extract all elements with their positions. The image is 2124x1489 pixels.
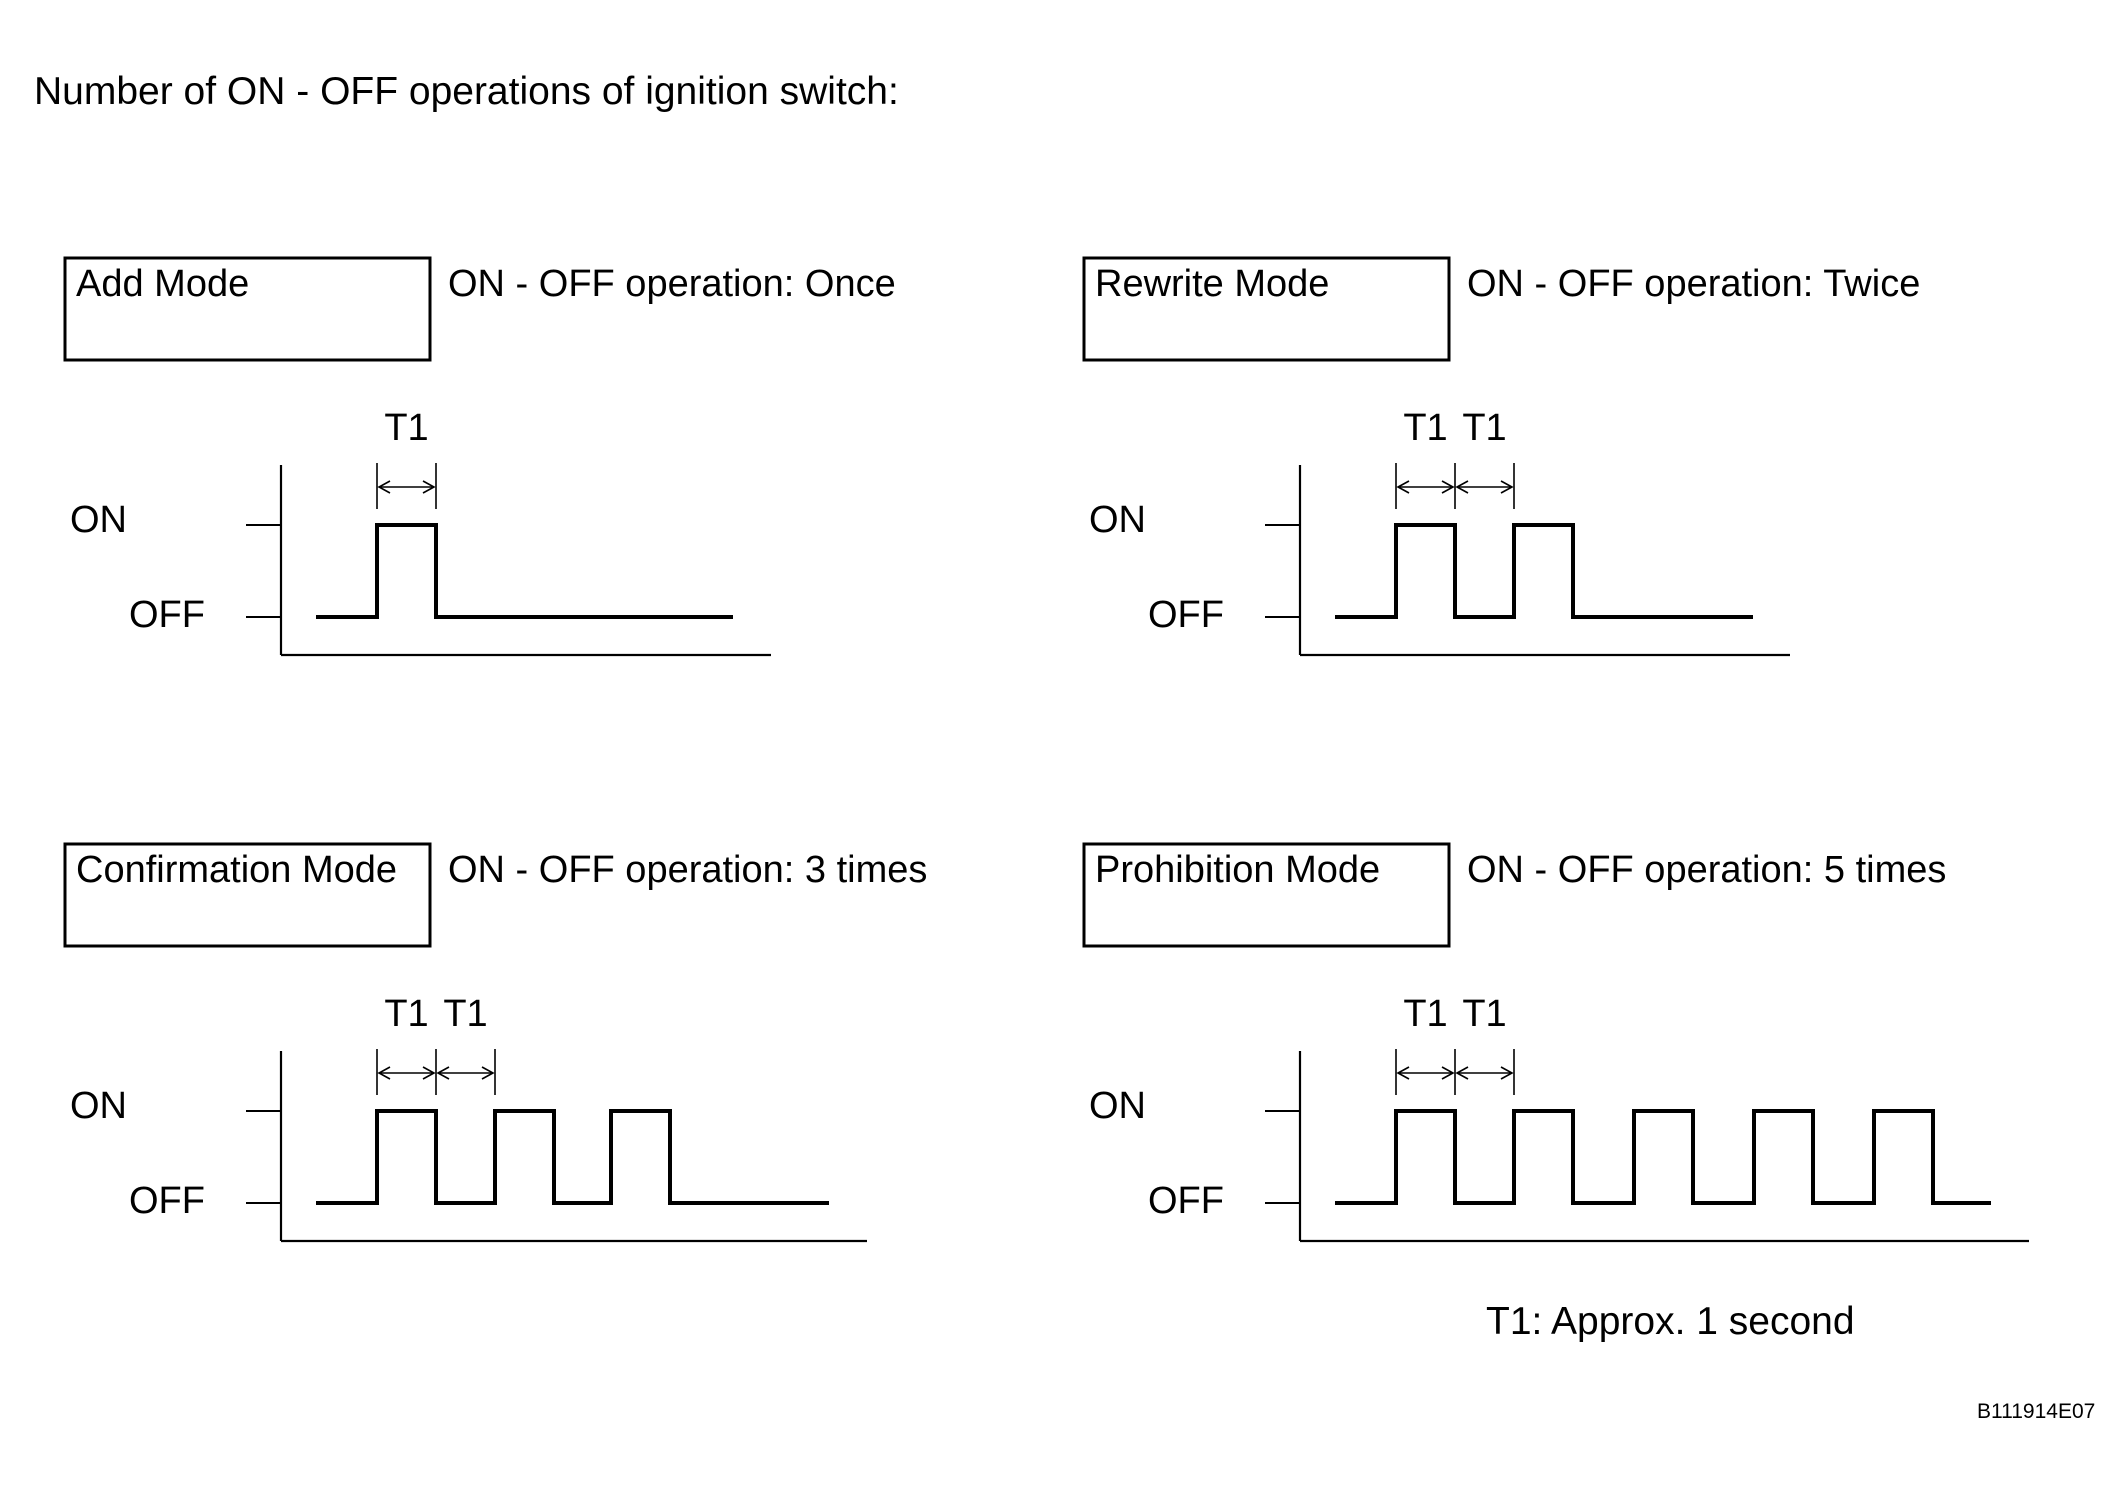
- pulse-trace: [316, 1109, 829, 1205]
- t1-label: T1: [1462, 407, 1506, 449]
- t1-label: T1: [1403, 993, 1447, 1035]
- mode-panel-prohibition: Prohibition Mode ON - OFF operation: 5 ti…: [1082, 842, 2029, 1243]
- mode-box: [63, 842, 432, 948]
- off-level-label: OFF: [129, 1180, 205, 1222]
- operation-text: ON - OFF operation: 5 times: [1467, 849, 1946, 891]
- arrowhead-left: [436, 1066, 450, 1080]
- off-level-label: OFF: [1148, 594, 1224, 636]
- mode-panel-confirmation: Confirmation Mode ON - OFF operation: 3 t…: [63, 842, 927, 1243]
- operation-text: ON - OFF operation: 3 times: [448, 849, 927, 891]
- mode-name: Add Mode: [76, 263, 249, 305]
- pulse-trace: [1335, 1109, 1991, 1205]
- arrowhead-left: [1396, 480, 1410, 494]
- arrowhead-right: [481, 1066, 495, 1080]
- on-level-label: ON: [70, 499, 127, 541]
- t1-note: T1: Approx. 1 second: [1486, 1300, 1855, 1343]
- on-level-label: ON: [1089, 499, 1146, 541]
- mode-name: Confirmation Mode: [76, 849, 397, 891]
- pulse-trace: [316, 523, 733, 619]
- pulse-trace: [1335, 523, 1753, 619]
- t1-label: T1: [1462, 993, 1506, 1035]
- off-level-label: OFF: [1148, 1180, 1224, 1222]
- mode-box: [63, 256, 432, 362]
- on-level-label: ON: [1089, 1085, 1146, 1127]
- arrowhead-right: [1441, 480, 1455, 494]
- arrowhead-right: [1500, 480, 1514, 494]
- off-level-label: OFF: [129, 594, 205, 636]
- operation-text: ON - OFF operation: Once: [448, 263, 896, 305]
- t1-label: T1: [443, 993, 487, 1035]
- arrowhead-left: [377, 480, 391, 494]
- arrowhead-left: [1455, 1066, 1469, 1080]
- arrowhead-left: [1455, 480, 1469, 494]
- mode-box: [1082, 842, 1451, 948]
- t1-label: T1: [384, 993, 428, 1035]
- mode-name: Rewrite Mode: [1095, 263, 1329, 305]
- mode-name: Prohibition Mode: [1095, 849, 1380, 891]
- t1-label: T1: [384, 407, 428, 449]
- arrowhead-right: [1500, 1066, 1514, 1080]
- arrowhead-right: [422, 480, 436, 494]
- figure-code: B111914E07: [1977, 1400, 2095, 1423]
- heading: Number of ON - OFF operations of ignitio…: [34, 70, 899, 113]
- t1-label: T1: [1403, 407, 1447, 449]
- arrowhead-right: [422, 1066, 436, 1080]
- operation-text: ON - OFF operation: Twice: [1467, 263, 1920, 305]
- mode-box: [1082, 256, 1451, 362]
- arrowhead-left: [1396, 1066, 1410, 1080]
- on-level-label: ON: [70, 1085, 127, 1127]
- arrowhead-right: [1441, 1066, 1455, 1080]
- arrowhead-left: [377, 1066, 391, 1080]
